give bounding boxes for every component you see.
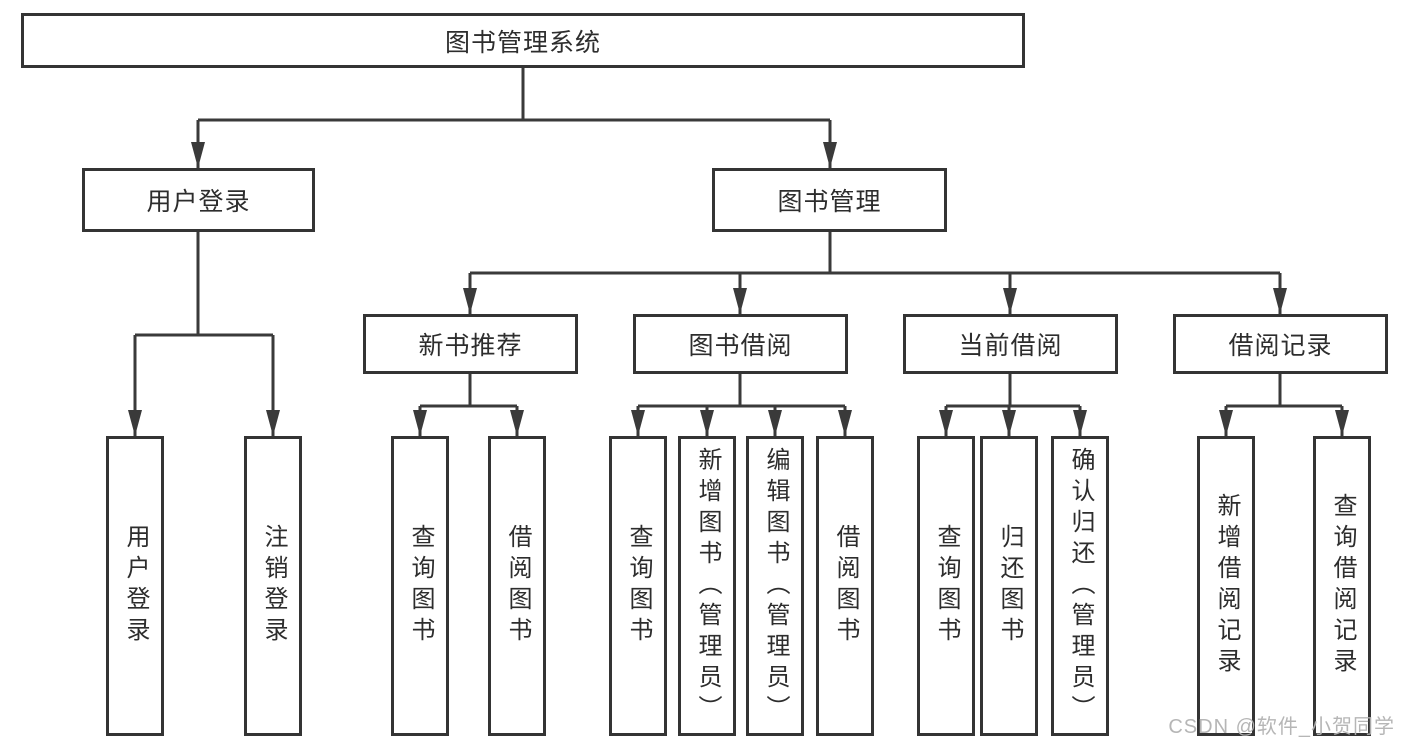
leaf-records-add-record: 新增借阅记录 <box>1197 436 1255 736</box>
leaf-rec-query-books: 查询图书 <box>391 436 449 736</box>
node-label: 查询图书 <box>407 524 434 648</box>
leaf-logout: 注销登录 <box>244 436 302 736</box>
node-library-management-system: 图书管理系统 <box>21 13 1025 68</box>
leaf-rec-borrow-books: 借阅图书 <box>488 436 546 736</box>
node-label: 新增借阅记录 <box>1213 493 1240 679</box>
node-label: 新书推荐 <box>418 332 523 360</box>
node-label: 图书管理系统 <box>444 28 601 57</box>
node-label: 查询图书 <box>933 524 960 648</box>
node-label: 图书借阅 <box>688 332 793 360</box>
node-label: 借阅图书 <box>832 524 859 648</box>
node-label: 借阅记录 <box>1228 332 1333 360</box>
node-book-management: 图书管理 <box>712 168 947 232</box>
node-label: 编辑图书（管理员） <box>762 446 789 726</box>
leaf-user-login: 用户登录 <box>106 436 164 736</box>
node-borrow-records: 借阅记录 <box>1173 314 1388 374</box>
leaf-borrow-borrow-books: 借阅图书 <box>816 436 874 736</box>
node-label: 用户登录 <box>122 524 149 648</box>
node-label: 当前借阅 <box>958 332 1063 360</box>
leaf-borrow-query-books: 查询图书 <box>609 436 667 736</box>
leaf-borrow-edit-books-admin: 编辑图书（管理员） <box>746 436 804 736</box>
leaf-current-confirm-return-admin: 确认归还（管理员） <box>1051 436 1109 736</box>
node-current-borrow: 当前借阅 <box>903 314 1118 374</box>
node-label: 注销登录 <box>260 524 287 648</box>
node-label: 查询借阅记录 <box>1329 493 1356 679</box>
node-new-book-recommend: 新书推荐 <box>363 314 578 374</box>
node-label: 借阅图书 <box>504 524 531 648</box>
csdn-watermark: CSDN @软件_小贺同学 <box>1168 716 1395 738</box>
node-label: 确认归还（管理员） <box>1067 446 1094 726</box>
node-label: 新增图书（管理员） <box>694 446 721 726</box>
node-label: 查询图书 <box>625 524 652 648</box>
leaf-records-query-record: 查询借阅记录 <box>1313 436 1371 736</box>
node-label: 归还图书 <box>996 524 1023 648</box>
leaf-current-return-books: 归还图书 <box>980 436 1038 736</box>
node-user-login: 用户登录 <box>82 168 315 232</box>
leaf-borrow-add-books-admin: 新增图书（管理员） <box>678 436 736 736</box>
node-label: 图书管理 <box>777 188 882 216</box>
node-book-borrow: 图书借阅 <box>633 314 848 374</box>
node-label: 用户登录 <box>146 188 251 216</box>
leaf-current-query-books: 查询图书 <box>917 436 975 736</box>
